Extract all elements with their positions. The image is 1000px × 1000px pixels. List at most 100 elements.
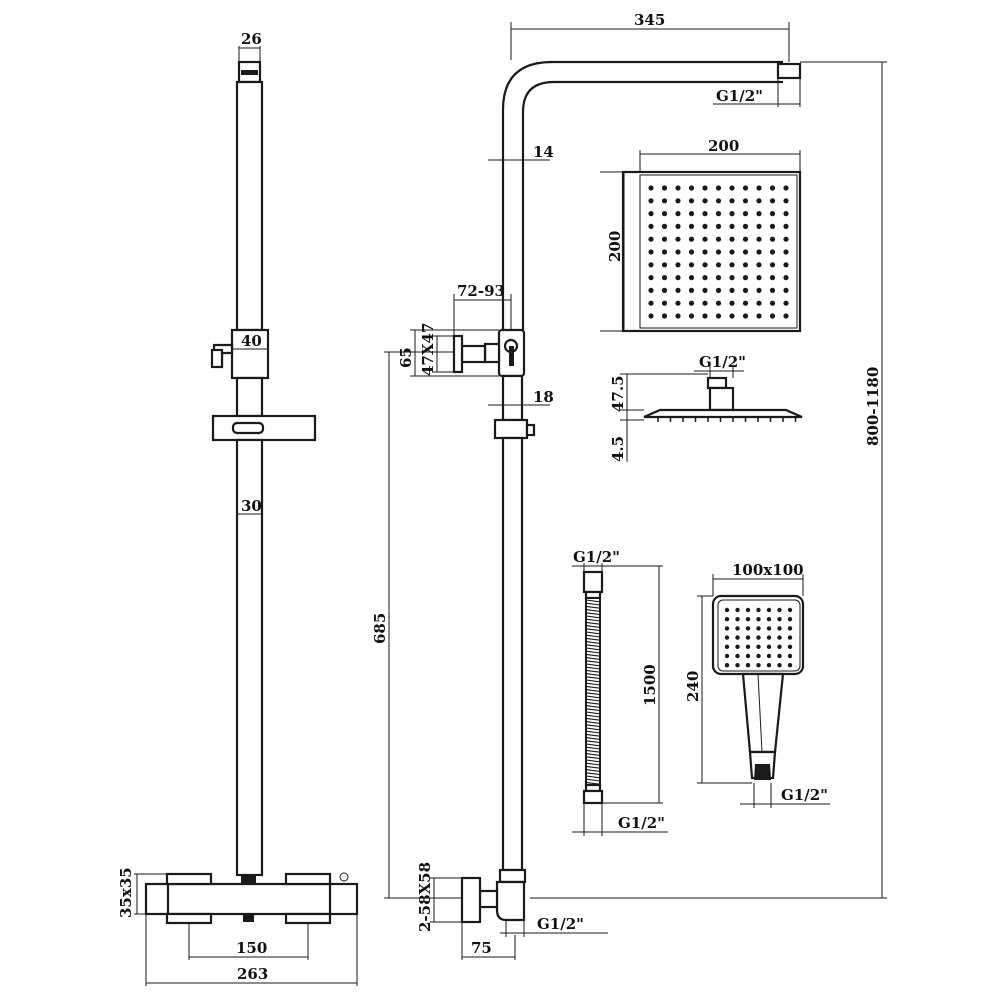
nozzle-dot bbox=[715, 313, 722, 319]
nozzle-dot bbox=[783, 211, 789, 217]
nozzle-dot bbox=[715, 211, 722, 217]
nozzle-dot bbox=[675, 211, 681, 217]
dim-bracket-plate: 47X47 bbox=[419, 323, 437, 376]
hose-ring bbox=[585, 772, 601, 776]
dim-valve-centers: 150 bbox=[236, 939, 267, 957]
hose-body bbox=[585, 597, 601, 786]
bracket-wall-plate bbox=[452, 334, 464, 374]
nozzle-dot bbox=[777, 635, 782, 640]
hose-ring bbox=[585, 769, 601, 772]
hose-ring bbox=[585, 746, 601, 750]
nozzle-dot bbox=[783, 185, 789, 191]
nozzle-dot bbox=[769, 185, 776, 191]
arm-outlet bbox=[776, 62, 802, 80]
hose-ring bbox=[585, 730, 601, 734]
hose-ring bbox=[585, 628, 601, 632]
nozzle-dot bbox=[787, 644, 793, 649]
hose-ring bbox=[585, 602, 601, 606]
hose-ring bbox=[585, 753, 601, 756]
nozzle-dot bbox=[729, 275, 735, 281]
nozzle-dot bbox=[675, 262, 681, 268]
nozzle-dot bbox=[702, 249, 708, 255]
nozzle-dot bbox=[745, 607, 751, 613]
nozzle-dot bbox=[756, 262, 762, 268]
dim-head-thickness: 4.5 bbox=[609, 436, 627, 462]
hose-top-nut bbox=[582, 570, 604, 594]
nozzle-dot bbox=[702, 300, 708, 306]
nozzle-dot bbox=[648, 313, 654, 319]
nozzle-dot bbox=[756, 653, 761, 659]
nozzle-dot bbox=[735, 653, 740, 659]
nozzle-dot bbox=[702, 236, 708, 242]
nozzle-dot bbox=[661, 249, 668, 255]
nozzle-dot bbox=[783, 223, 789, 229]
nozzle-dot bbox=[756, 249, 762, 255]
nozzle-dot bbox=[724, 626, 730, 631]
hose-ring bbox=[585, 634, 601, 638]
hose-ring bbox=[585, 621, 601, 625]
nozzle-dot bbox=[769, 198, 776, 204]
nozzle-dot bbox=[715, 275, 722, 281]
nozzle-dot bbox=[661, 313, 668, 319]
nozzle-dot bbox=[735, 607, 740, 613]
nozzle-dot bbox=[724, 617, 730, 622]
nozzle-dot bbox=[688, 211, 695, 217]
hose-ring bbox=[585, 743, 601, 747]
dim-arm-reach: 345 bbox=[634, 11, 665, 29]
hose-ring bbox=[585, 695, 601, 699]
hose-ring bbox=[585, 724, 601, 728]
shower-head-drips bbox=[657, 417, 797, 422]
nozzle-dot bbox=[742, 262, 749, 268]
hose-ring bbox=[585, 605, 601, 609]
nozzle-dot bbox=[729, 287, 735, 293]
nozzle-dot bbox=[783, 300, 789, 306]
hose-ring bbox=[585, 692, 601, 696]
nozzle-dot bbox=[742, 300, 749, 306]
nozzle-dot bbox=[648, 249, 654, 255]
nozzle-dot bbox=[688, 198, 695, 204]
nozzle-dot bbox=[724, 663, 730, 668]
nozzle-dot bbox=[756, 198, 762, 204]
nozzle-dot bbox=[702, 313, 708, 319]
dim-rail-top-width: 26 bbox=[241, 30, 262, 48]
nozzle-dot bbox=[688, 236, 695, 242]
hose-ring bbox=[585, 644, 601, 648]
nozzle-dot bbox=[742, 275, 749, 281]
nozzle-dot bbox=[766, 626, 772, 631]
nozzle-dot bbox=[745, 635, 751, 640]
thermostatic-valve-body bbox=[144, 882, 359, 916]
nozzle-dot bbox=[648, 236, 654, 242]
side-rail bbox=[501, 374, 524, 422]
hose-ring bbox=[585, 727, 601, 731]
hose-ring bbox=[585, 762, 601, 766]
hose-ring bbox=[585, 660, 601, 664]
nozzle-dot bbox=[756, 644, 761, 649]
nozzle-dot bbox=[756, 236, 762, 242]
nozzle-dot bbox=[769, 275, 776, 281]
dim-valve-inlet: G1/2" bbox=[537, 915, 584, 933]
wall-bracket bbox=[230, 328, 270, 380]
nozzle-dot bbox=[783, 236, 789, 242]
hose-ring bbox=[585, 615, 601, 619]
nozzle-dot bbox=[724, 635, 730, 640]
nozzle-dot bbox=[702, 223, 708, 229]
nozzle-dot bbox=[675, 198, 681, 204]
nozzle-dot bbox=[735, 644, 740, 649]
nozzle-dot bbox=[742, 236, 749, 242]
hose-ring bbox=[585, 666, 601, 670]
nozzle-dot bbox=[769, 262, 776, 268]
nozzle-dot bbox=[715, 287, 722, 293]
nozzle-dot bbox=[688, 185, 695, 191]
nozzle-dot bbox=[766, 607, 772, 613]
dim-hose-bottom: G1/2" bbox=[618, 814, 665, 832]
nozzle-dot bbox=[661, 223, 668, 229]
nozzle-dot bbox=[756, 275, 762, 281]
nozzle-dot bbox=[675, 300, 681, 306]
nozzle-dot bbox=[688, 275, 695, 281]
nozzle-dot bbox=[756, 185, 762, 191]
nozzle-dot bbox=[661, 236, 668, 242]
nozzle-dot bbox=[729, 185, 735, 191]
hose-ring bbox=[585, 599, 601, 603]
dim-bracket-width: 40 bbox=[241, 332, 262, 350]
dim-head-width: 200 bbox=[708, 137, 739, 155]
